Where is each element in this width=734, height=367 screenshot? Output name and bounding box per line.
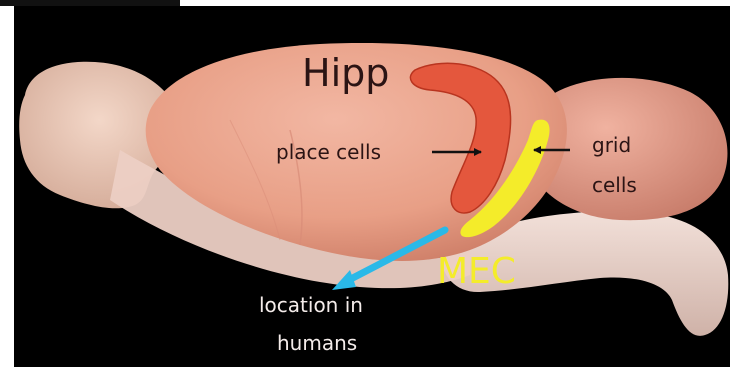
cells-label: cells [592, 173, 637, 197]
top-left-strip [0, 0, 180, 6]
location-in-label: location in [259, 293, 363, 317]
place-cells-label: place cells [276, 140, 381, 164]
hipp-label: Hipp [302, 51, 389, 95]
humans-label: humans [277, 331, 357, 355]
mec-label: MEC [437, 251, 516, 292]
grid-label: grid [592, 133, 631, 157]
